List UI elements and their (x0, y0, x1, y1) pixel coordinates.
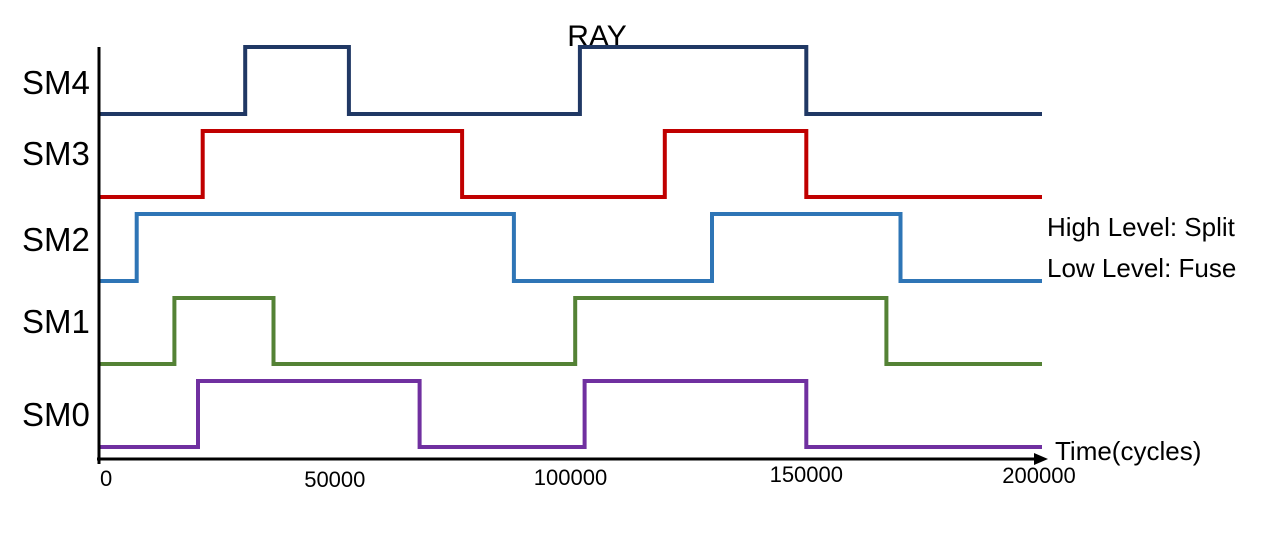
series-line-sm2 (99, 212, 1042, 283)
series-label-sm0: SM0 (22, 396, 90, 433)
x-axis-label: Time(cycles) (1055, 436, 1201, 466)
x-tick-label: 0 (100, 466, 112, 491)
legend-entry-low-level: Low Level: Fuse (1047, 253, 1236, 283)
series-label-sm3: SM3 (22, 135, 90, 172)
series-line-sm1 (99, 296, 1042, 366)
series-line-sm0 (99, 379, 1042, 449)
series-label-sm2: SM2 (22, 221, 90, 258)
x-tick-label: 50000 (304, 467, 365, 492)
series-line-sm4 (99, 45, 1042, 116)
x-tick-label: 100000 (534, 465, 607, 490)
legend: High Level: Split Low Level: Fuse (1047, 212, 1236, 283)
x-tick-label: 200000 (1002, 463, 1075, 488)
x-tick-labels: 0 50000 100000 150000 200000 (100, 462, 1076, 492)
series-line-sm3 (99, 129, 1042, 199)
x-tick-label: 150000 (770, 462, 843, 487)
x-axis-arrowhead (1034, 453, 1048, 465)
series-label-sm1: SM1 (22, 303, 90, 340)
legend-entry-high-level: High Level: Split (1047, 212, 1236, 242)
series-label-sm4: SM4 (22, 64, 90, 101)
axis-group: Time(cycles) (97, 47, 1201, 466)
